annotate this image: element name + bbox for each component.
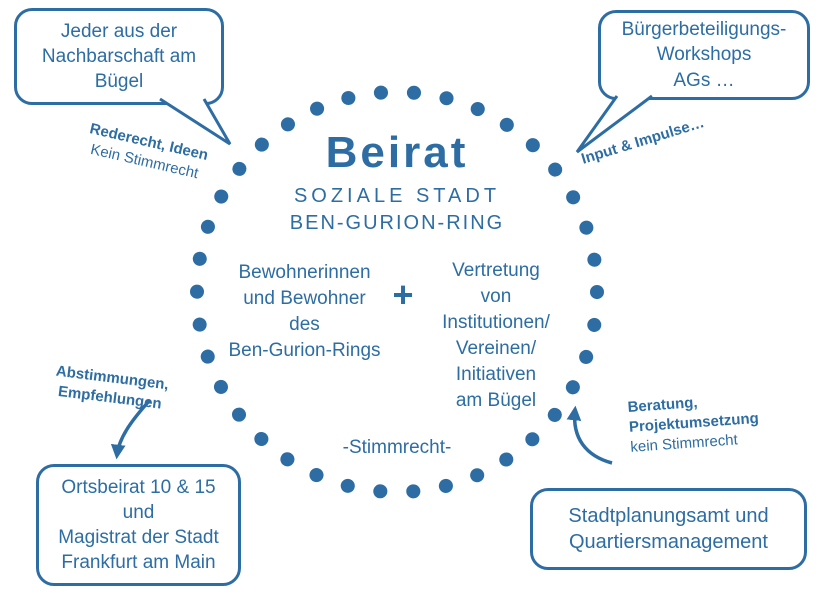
box-stadtplanungsamt: Stadtplanungsamt und Quartiersmanagement [530, 488, 807, 570]
voting-right-label: -Stimmrecht- [342, 437, 452, 458]
note-workshops: Input & Impulse… [579, 114, 707, 168]
box-ortsbeirat-text: Ortsbeirat 10 & 15 und Magistrat der Sta… [58, 476, 219, 574]
bubble-neighborhood: Jeder aus der Nachbarschaft am Bügel [14, 8, 224, 105]
circle-title-block: Beirat SOZIALE STADT BEN-GURION-RING [247, 128, 547, 235]
institutions-group-text: Vertretung von Institutionen/ Vereinen/ … [442, 260, 550, 411]
arrow-to-circle [566, 405, 613, 465]
residents-group-text: Bewohnerinnen und Bewohner des Ben-Gurio… [228, 262, 381, 361]
subtitle-ben-gurion-ring: BEN-GURION-RING [289, 212, 505, 234]
bubble-workshops-text: Bürgerbeteiligungs- Workshops AGs … [621, 19, 787, 91]
box-stadtplanungsamt-text: Stadtplanungsamt und Quartiersmanagement [568, 504, 769, 553]
bubble-workshops: Bürgerbeteiligungs- Workshops AGs … [598, 10, 810, 100]
beirat-title: Beirat [325, 128, 469, 177]
note-ortsbeirat: Abstimmungen, Empfehlungen [55, 362, 170, 413]
box-ortsbeirat: Ortsbeirat 10 & 15 und Magistrat der Sta… [36, 464, 241, 586]
note-stadtplanungsamt: Beratung, Projektumsetzung kein Stimmrec… [627, 387, 791, 458]
note-neighborhood: Rederecht, Ideen Kein Stimmrecht [69, 116, 224, 189]
subtitle-soziale-stadt: SOZIALE STADT [293, 185, 501, 207]
bubble-neighborhood-text: Jeder aus der Nachbarschaft am Bügel [41, 20, 197, 93]
